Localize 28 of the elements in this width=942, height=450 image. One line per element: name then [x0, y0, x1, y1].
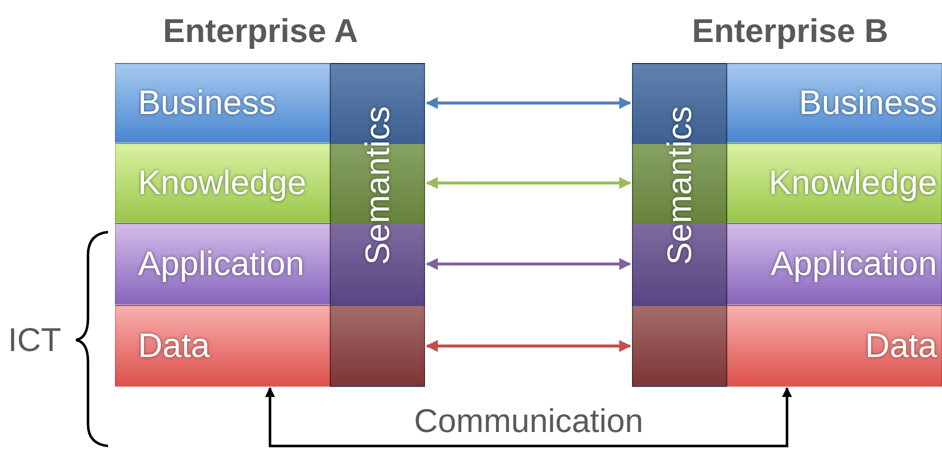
group-label: ICT [8, 321, 62, 359]
enterprise-heading: Enterprise B [692, 12, 888, 50]
layer-label: Knowledge [138, 164, 306, 202]
layer-label: Business [799, 84, 937, 122]
layer-band [727, 305, 942, 387]
semantics-column [330, 63, 425, 387]
layer-label: Data [865, 326, 937, 366]
layer-label: Application [138, 244, 304, 284]
layer-label: Knowledge [768, 164, 937, 202]
semantics-column [632, 63, 727, 387]
layer-band [727, 223, 942, 305]
layer-label: Application [770, 244, 937, 284]
connector-arrow [265, 387, 792, 448]
layer-band [115, 305, 330, 387]
semantics-label: Semantics [660, 106, 700, 264]
layer-band [115, 63, 330, 143]
double-arrow [426, 177, 632, 189]
semantics-label: Semantics [358, 106, 398, 264]
layer-band [115, 223, 330, 305]
double-arrow [426, 258, 632, 270]
layer-label: Data [138, 326, 210, 366]
layer-band [115, 143, 330, 223]
layer-band [727, 143, 942, 223]
double-arrow [426, 340, 632, 352]
layer-label: Business [138, 84, 276, 122]
enterprise-heading: Enterprise A [163, 12, 358, 50]
double-arrow [426, 97, 632, 109]
layer-band [727, 63, 942, 143]
